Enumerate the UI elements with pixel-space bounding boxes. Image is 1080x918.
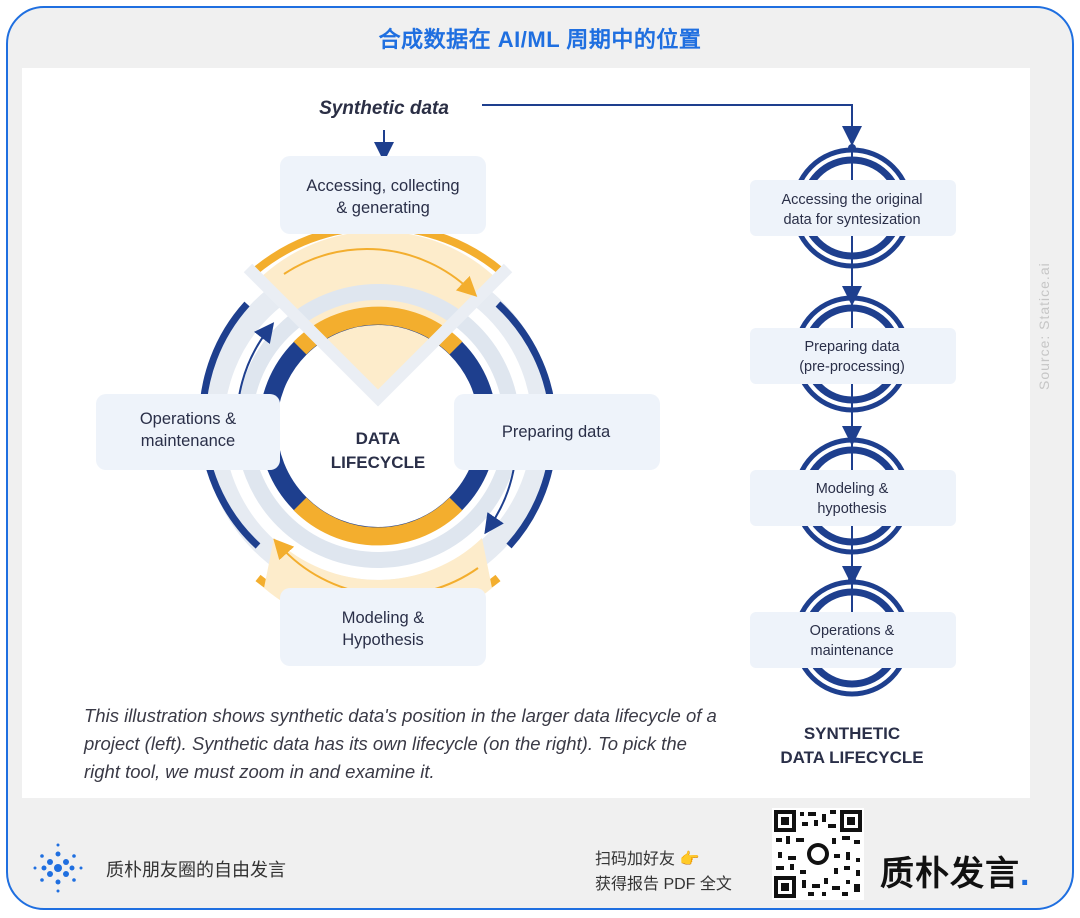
box-accessing-line1: Accessing, collecting: [306, 177, 459, 195]
right-lifecycle-title-line2: DATA LIFECYCLE: [780, 748, 923, 767]
box-operations-line1: Operations &: [140, 410, 236, 428]
page-title: 合成数据在 AI/ML 周期中的位置: [378, 27, 702, 52]
qr-prompt-line1: 扫码加好友 👉: [595, 851, 700, 868]
brand-wordmark: 质朴发言.: [880, 846, 1030, 895]
right-step-3-line2: hypothesis: [817, 501, 886, 517]
right-step-4-line1: Operations &: [810, 623, 895, 639]
right-step-1-line1: Accessing the original: [781, 192, 922, 208]
synthetic-data-label: Synthetic data: [319, 98, 449, 119]
box-modeling-line1: Modeling &: [342, 609, 425, 627]
right-step-1-line2: data for syntesization: [783, 212, 920, 228]
right-step-3: Modeling & hypothesis: [750, 434, 956, 555]
right-step-1: Accessing the original data for syntesiz…: [750, 144, 956, 269]
box-accessing-line2: & generating: [336, 199, 430, 217]
right-step-2-line1: Preparing data: [804, 339, 900, 355]
box-preparing: Preparing data: [454, 394, 660, 470]
lifecycle-diagram: Synthetic data Accessing, collecting & g…: [96, 98, 956, 767]
diagram-panel: Synthetic data Accessing, collecting & g…: [22, 68, 1030, 798]
box-preparing-label: Preparing data: [502, 423, 611, 441]
right-step-2: Preparing data (pre-processing): [750, 292, 956, 413]
right-step-2-line2: (pre-processing): [799, 359, 905, 375]
brand-wordmark-text: 质朴发言: [880, 855, 1020, 893]
right-step-4: Operations & maintenance: [750, 576, 956, 697]
right-step-4-line2: maintenance: [810, 643, 893, 659]
center-label-line2: LIFECYCLE: [331, 453, 425, 472]
diagram-caption: This illustration shows synthetic data's…: [84, 705, 717, 782]
box-modeling-line2: Hypothesis: [342, 631, 424, 649]
footer-brand-text: 质朴朋友圈的自由发言: [106, 860, 286, 880]
brand-logo-icon: [33, 843, 83, 893]
box-accessing: Accessing, collecting & generating: [280, 156, 486, 234]
source-note: Source: Statice.ai: [1036, 262, 1052, 390]
box-modeling: Modeling & Hypothesis: [280, 588, 486, 666]
box-operations: Operations & maintenance: [96, 394, 280, 470]
connector-to-right-lifecycle: [482, 104, 862, 146]
arrow-top-gold: [283, 248, 478, 297]
right-step-3-line1: Modeling &: [816, 481, 889, 497]
center-label-line1: DATA: [356, 429, 401, 448]
box-operations-line2: maintenance: [141, 432, 235, 450]
right-lifecycle: Accessing the original data for syntesiz…: [750, 136, 956, 767]
qr-code-icon[interactable]: [772, 808, 864, 900]
right-lifecycle-title-line1: SYNTHETIC: [804, 724, 900, 743]
qr-prompt-line2: 获得报告 PDF 全文: [595, 876, 732, 893]
brand-wordmark-dot: .: [1020, 855, 1031, 893]
